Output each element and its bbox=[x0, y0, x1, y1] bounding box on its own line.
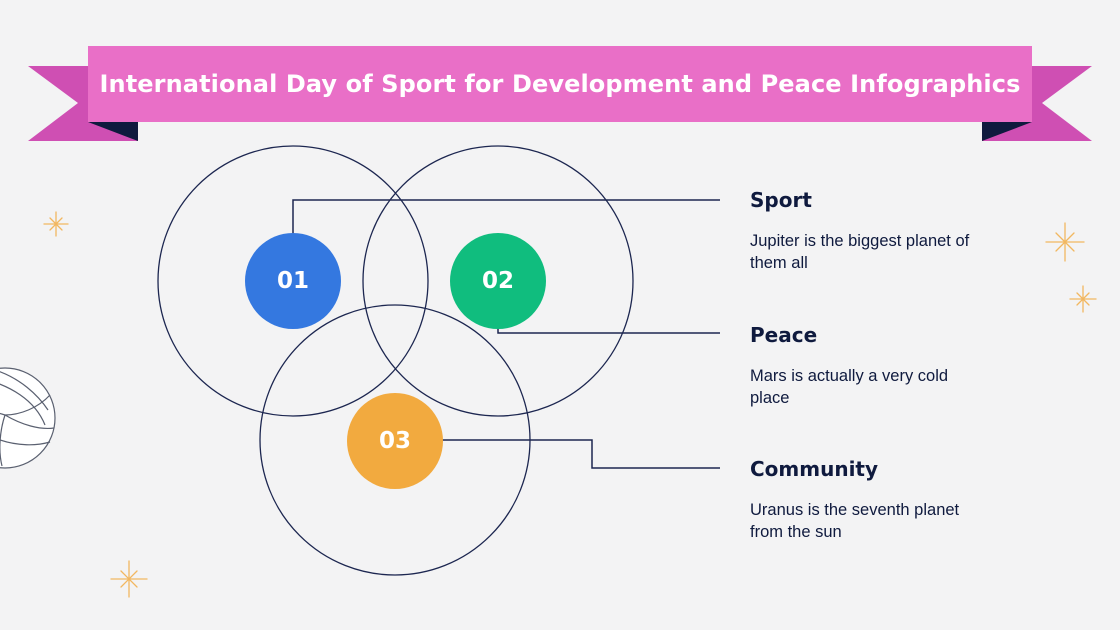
number-dot-1 bbox=[245, 233, 341, 329]
sparkle-icon bbox=[43, 211, 1097, 598]
banner-main bbox=[88, 46, 1032, 122]
connector-line-3 bbox=[440, 439, 720, 469]
page-title: International Day of Sport for Developme… bbox=[99, 70, 1021, 98]
info-item-sport: Sport Jupiter is the biggest planet of t… bbox=[750, 188, 1070, 274]
number-label-3: 03 bbox=[378, 428, 411, 454]
venn-circle-1 bbox=[157, 145, 429, 417]
item-description: Uranus is the seventh planet from the su… bbox=[750, 501, 960, 541]
item-description: Jupiter is the biggest planet of them al… bbox=[750, 232, 970, 272]
number-dot-2 bbox=[450, 233, 546, 329]
banner-left-fold bbox=[88, 122, 138, 141]
number-label-2: 02 bbox=[481, 268, 514, 294]
venn-circle-2 bbox=[362, 145, 634, 417]
connector-line-1 bbox=[292, 199, 720, 236]
item-title: Community bbox=[750, 457, 879, 481]
number-dot-3 bbox=[347, 393, 443, 489]
item-description: Mars is actually a very cold place bbox=[750, 367, 949, 407]
info-item-peace: Peace Mars is actually a very cold place bbox=[750, 323, 1070, 409]
item-title: Sport bbox=[750, 188, 812, 212]
banner-right-fold bbox=[982, 122, 1032, 141]
number-label-1: 01 bbox=[276, 268, 309, 294]
info-item-community: Community Uranus is the seventh planet f… bbox=[750, 457, 1070, 543]
item-title: Peace bbox=[750, 323, 818, 347]
volleyball-icon bbox=[0, 367, 56, 469]
